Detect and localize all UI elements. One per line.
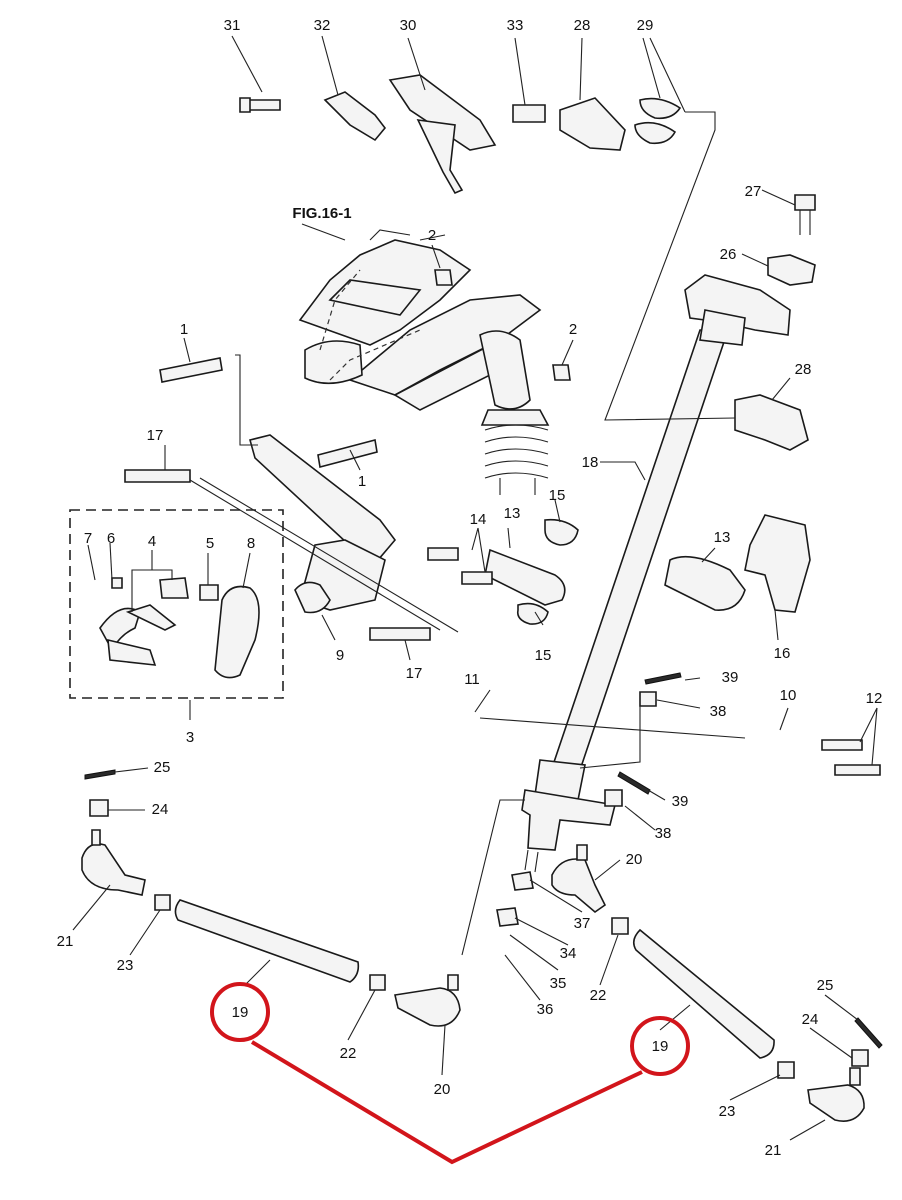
kit-box	[69, 509, 284, 699]
callout-29: 29	[637, 17, 654, 34]
callout-5: 5	[206, 535, 214, 552]
callout-14: 14	[470, 511, 487, 528]
steering-column	[521, 274, 791, 873]
callout-20-bottom: 20	[434, 1081, 451, 1098]
callout-11: 11	[464, 671, 480, 688]
callout-18: 18	[582, 454, 599, 471]
callout-15-top: 15	[549, 487, 566, 504]
fig-reference-label: FIG.16-1	[292, 205, 351, 222]
callout-19-left: 19	[232, 1004, 249, 1021]
callout-13-right: 13	[714, 529, 731, 546]
bolts-and-nuts	[84, 269, 883, 1079]
callout-13-left: 13	[504, 505, 521, 522]
callout-37: 37	[574, 915, 591, 932]
part-19-highlight	[210, 982, 690, 1165]
tie-rods	[174, 899, 775, 1059]
callout-8: 8	[247, 535, 255, 552]
callout-34: 34	[560, 945, 577, 962]
callout-24-left: 24	[152, 801, 169, 818]
callout-28-right: 28	[795, 361, 812, 378]
leader-lines	[72, 35, 878, 1141]
right-19-circle	[630, 1016, 690, 1076]
callout-25-left: 25	[154, 759, 171, 776]
callout-12: 12	[866, 690, 883, 707]
upper-right-parts	[734, 194, 816, 451]
callout-38-top: 38	[710, 703, 727, 720]
callout-33: 33	[507, 17, 524, 34]
callout-7: 7	[84, 530, 92, 547]
callout-35: 35	[550, 975, 567, 992]
callout-21-left: 21	[57, 933, 74, 950]
callout-3: 3	[186, 729, 194, 746]
callout-16: 16	[774, 645, 791, 662]
callout-24-right: 24	[802, 1011, 819, 1028]
callout-22-left: 22	[340, 1045, 357, 1062]
callout-21-right: 21	[765, 1142, 782, 1159]
tie-rod-ends	[81, 829, 865, 1122]
callout-1-left: 1	[180, 321, 188, 338]
callout-39-bottom: 39	[672, 793, 689, 810]
pitman-arm-links	[249, 434, 811, 625]
highlight-connector-lines	[250, 1040, 643, 1165]
callout-6: 6	[107, 530, 115, 547]
callout-38-bottom: 38	[655, 825, 672, 842]
callout-23-right: 23	[719, 1103, 736, 1120]
callout-20-right: 20	[626, 851, 643, 868]
callout-9: 9	[336, 647, 344, 664]
left-19-circle	[210, 982, 270, 1042]
callout-32: 32	[314, 17, 331, 34]
callout-25-right: 25	[817, 977, 834, 994]
callout-30: 30	[400, 17, 417, 34]
frame-shock-background	[298, 229, 550, 495]
callout-labels: FIG.16-1 31 32 30 33 28 29 2 2 1 1 17 17…	[57, 17, 883, 1159]
callout-26: 26	[720, 246, 737, 263]
callout-2-mid: 2	[569, 321, 577, 338]
callout-36: 36	[537, 1001, 554, 1018]
callout-31: 31	[224, 17, 241, 34]
callout-17-bottom: 17	[406, 665, 423, 682]
callout-39-top: 39	[722, 669, 739, 686]
callout-17-top: 17	[147, 427, 164, 444]
callout-23-left: 23	[117, 957, 134, 974]
top-bracket-parts	[239, 74, 682, 195]
callout-28-top: 28	[574, 17, 591, 34]
callout-1-mid: 1	[358, 473, 366, 490]
callout-19-right: 19	[652, 1038, 669, 1055]
callout-10: 10	[780, 687, 797, 704]
callout-27: 27	[745, 183, 762, 200]
callout-22-right: 22	[590, 987, 607, 1004]
callout-2-top: 2	[428, 227, 436, 244]
callout-15-bottom: 15	[535, 647, 552, 664]
callout-4: 4	[148, 533, 156, 550]
